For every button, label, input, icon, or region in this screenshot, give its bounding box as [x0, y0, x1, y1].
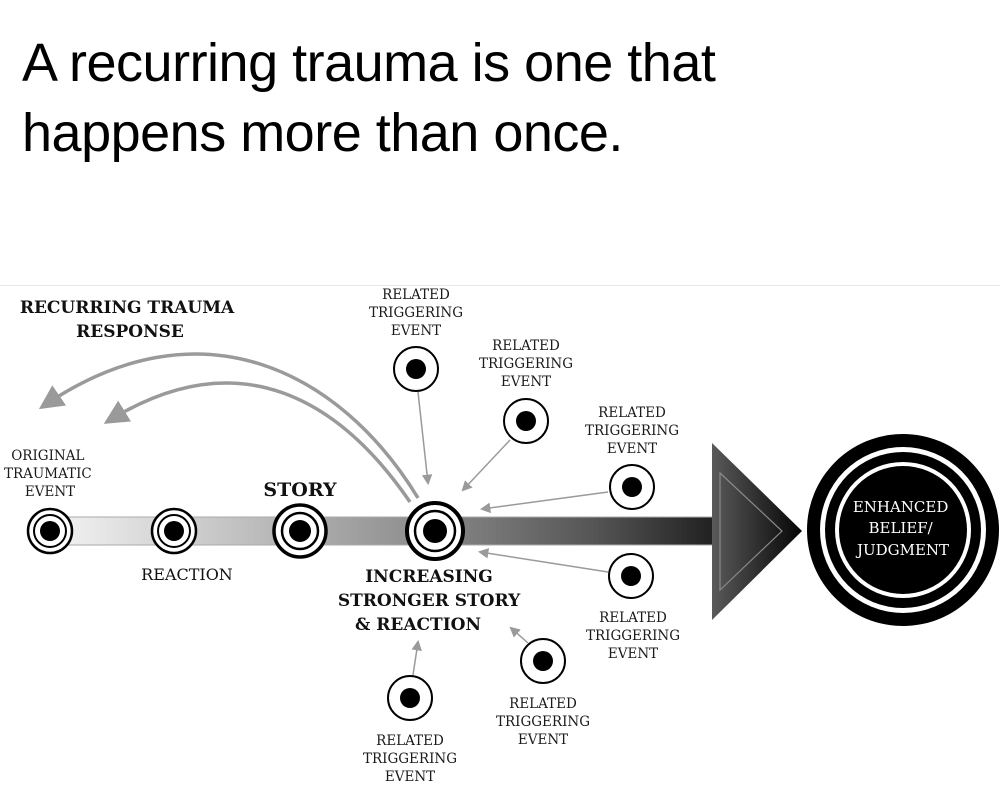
connector-5	[509, 626, 529, 644]
response-arrow-outer	[38, 352, 420, 499]
label-original-traumatic-event: ORIGINAL TRAUMATIC EVENT	[4, 448, 96, 500]
response-arrow-inner	[103, 381, 412, 503]
divider	[0, 285, 1000, 286]
timeline-node-increasing-stronger-story	[405, 501, 465, 561]
timeline-node-original-traumatic-event	[26, 507, 74, 555]
timeline-node-reaction	[150, 507, 198, 555]
outcome-label: ENHANCED BELIEF/ JUDGMENT	[853, 498, 953, 559]
response-label: RECURRING TRAUMA RESPONSE	[20, 298, 240, 342]
arrow-head-inner	[719, 471, 783, 592]
connector-6	[411, 639, 422, 676]
label-reaction: REACTION	[141, 565, 233, 584]
arrow-head	[712, 443, 802, 620]
recurring-response-arrows	[38, 352, 420, 503]
headline-line-1: A recurring trauma is one that	[22, 33, 716, 93]
connector-4	[477, 548, 609, 573]
timeline-node-story	[272, 503, 328, 559]
label-story: STORY	[263, 479, 337, 501]
connector-3	[479, 491, 609, 514]
connector-2	[461, 439, 511, 492]
trigger-connectors	[411, 391, 609, 676]
outcome-enhanced-belief: ENHANCED BELIEF/ JUDGMENT	[807, 434, 999, 626]
headline-line-2: happens more than once.	[22, 103, 623, 163]
headline: A recurring trauma is one that happens m…	[22, 28, 982, 168]
connector-1	[417, 391, 433, 486]
label-increasing-stronger-story: INCREASING STRONGER STORY & REACTION	[338, 567, 526, 635]
